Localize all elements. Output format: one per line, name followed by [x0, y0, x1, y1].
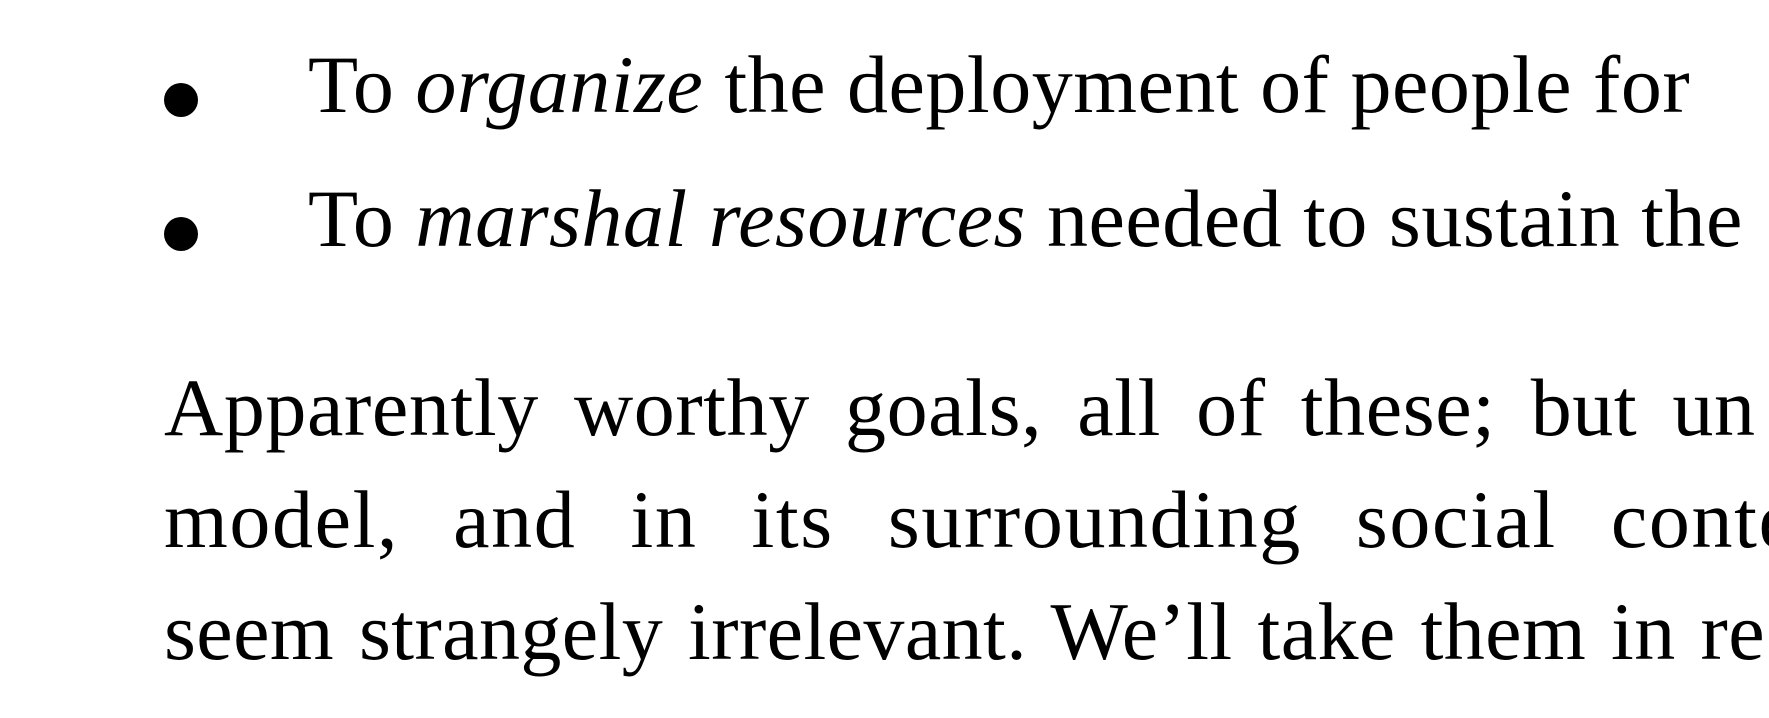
paragraph-line: seem strangely irrelevant. We’ll take th…: [164, 586, 1766, 677]
bullet-prefix: To: [308, 39, 416, 130]
bullet-prefix: To: [308, 173, 416, 264]
bullet-rest: the deployment of people for: [703, 39, 1691, 130]
bullet-text: To organize the deployment of people for: [308, 40, 1690, 130]
bullet-rest: needed to sustain the: [1025, 173, 1743, 264]
bullet-list-item: To marshal resources needed to sustain t…: [0, 174, 1769, 264]
bullet-list-item: To organize the deployment of people for: [0, 40, 1769, 130]
paragraph-line: Apparently worthy goals, all of these; b…: [164, 362, 1756, 453]
bullet-text: To marshal resources needed to sustain t…: [308, 174, 1743, 264]
bullet-marker: [164, 217, 198, 251]
bullet-emphasis: organize: [415, 39, 704, 130]
bullet-marker: [164, 83, 198, 117]
body-paragraph: Apparently worthy goals, all of these; b…: [164, 352, 1769, 688]
bullet-emphasis: marshal resources: [415, 173, 1026, 264]
paragraph-line: model, and in its surrounding social con…: [164, 474, 1769, 565]
